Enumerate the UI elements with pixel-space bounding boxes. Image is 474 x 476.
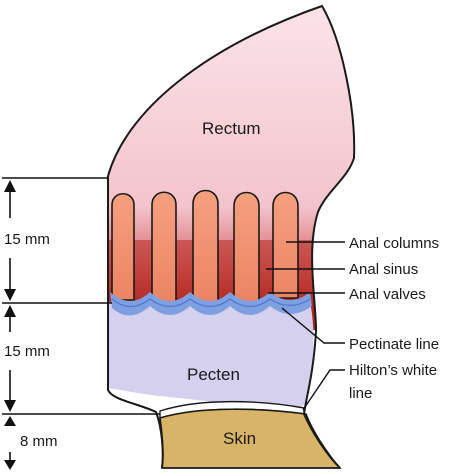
rectum-region bbox=[108, 6, 355, 330]
dimension-lower bbox=[4, 416, 16, 470]
pectinate-line-label: Pectinate line bbox=[349, 336, 439, 353]
anal-column bbox=[111, 192, 135, 301]
canal-outline bbox=[107, 4, 356, 469]
leader-pectinate-line bbox=[281, 307, 345, 344]
anal-valves-label: Anal valves bbox=[349, 286, 426, 303]
skin-label: Skin bbox=[223, 429, 256, 448]
leader-hiltons-line bbox=[302, 369, 345, 411]
measurement-upper: 15 mm bbox=[4, 231, 50, 248]
rectum-label: Rectum bbox=[202, 119, 261, 138]
pecten-label: Pecten bbox=[187, 365, 240, 384]
anal-column bbox=[272, 191, 299, 299]
anal-sinus-label: Anal sinus bbox=[349, 261, 418, 278]
measurement-middle: 15 mm bbox=[4, 343, 50, 360]
pecten-region bbox=[108, 302, 314, 410]
hiltons-line-label-2: line bbox=[349, 385, 372, 402]
hiltons-line-label-1: Hilton’s white bbox=[349, 362, 437, 379]
anal-column bbox=[192, 189, 219, 303]
anal-columns-label: Anal columns bbox=[349, 235, 439, 252]
dimension-middle bbox=[4, 305, 16, 412]
canal-outline-left bbox=[107, 176, 164, 469]
anal-columns bbox=[111, 189, 299, 303]
anal-column bbox=[233, 191, 260, 303]
dimension-upper bbox=[4, 180, 16, 301]
anal-valves bbox=[110, 292, 312, 316]
measurement-lower: 8 mm bbox=[20, 433, 58, 450]
anal-column bbox=[151, 191, 177, 303]
